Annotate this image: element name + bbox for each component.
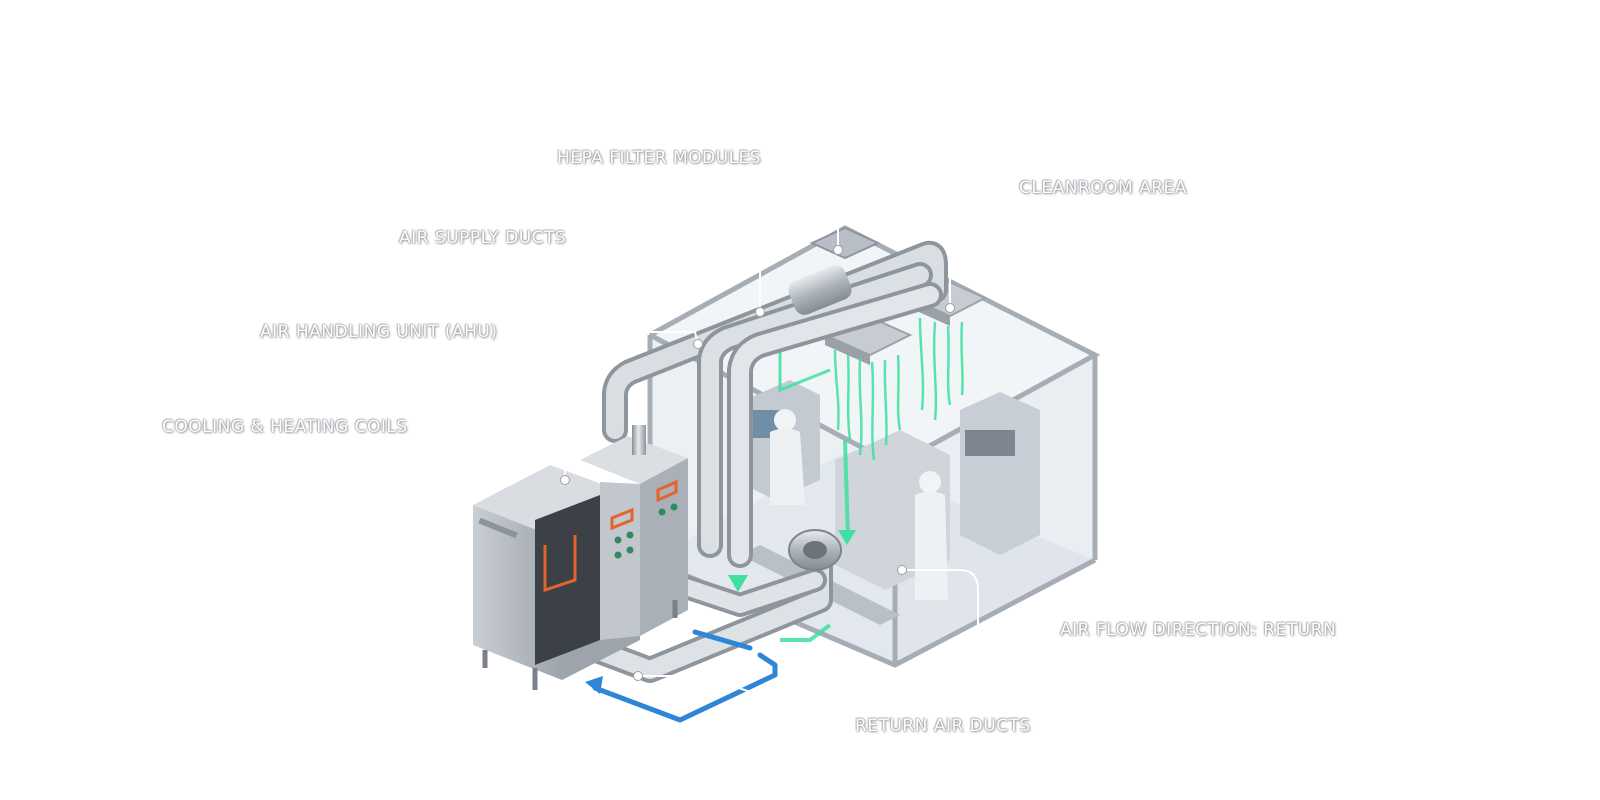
technician-right bbox=[915, 471, 948, 600]
air-handling-unit bbox=[473, 425, 688, 690]
label-air-handling-unit: AIR HANDLING UNIT (AHU) bbox=[260, 322, 498, 342]
technician-left bbox=[770, 409, 805, 505]
leader-hepa bbox=[760, 157, 839, 250]
leader-return-flow bbox=[902, 569, 1058, 631]
label-air-supply-ducts: AIR SUPPLY DUCTS bbox=[399, 228, 567, 248]
return-airflow-path bbox=[592, 629, 778, 723]
control-panel bbox=[965, 430, 1015, 456]
label-cooling-heating-coils: COOLING & HEATING COILS bbox=[162, 417, 408, 437]
return-arrow-head bbox=[585, 676, 603, 694]
leader-coils bbox=[398, 427, 566, 480]
ahu-open-bay bbox=[535, 495, 600, 665]
ahu-upper-module-top bbox=[580, 436, 688, 484]
return-fan bbox=[788, 529, 842, 571]
air-supply-ducts bbox=[602, 240, 948, 568]
process-cabinet-right bbox=[960, 392, 1040, 555]
supply-airflow-streams bbox=[778, 300, 964, 642]
ahu-upper-module-front bbox=[600, 482, 640, 640]
leader-cleanroom bbox=[949, 189, 1020, 308]
leader-return-ducts bbox=[638, 675, 861, 727]
label-return-air-ducts: RETURN AIR DUCTS bbox=[855, 716, 1031, 736]
ahu-top bbox=[473, 465, 640, 540]
supply-arrow-head bbox=[838, 530, 856, 545]
cooling-heating-coils bbox=[543, 479, 678, 593]
return-arrow-head-left bbox=[728, 575, 748, 592]
label-cleanroom-area: CLEANROOM AREA bbox=[1019, 178, 1187, 198]
ahu-exhaust-stack bbox=[632, 425, 646, 455]
label-air-flow-direction-return: AIR FLOW DIRECTION: RETURN bbox=[1060, 620, 1337, 640]
label-hepa-filter-modules: HEPA FILTER MODULES bbox=[557, 148, 762, 168]
leader-dots bbox=[560, 245, 955, 681]
supply-duct-silencer bbox=[788, 265, 852, 315]
leader-lines bbox=[398, 157, 1058, 727]
coil-gauges bbox=[614, 503, 678, 559]
ahu-upper-module-side bbox=[640, 458, 688, 636]
leader-supply-ducts bbox=[560, 237, 761, 312]
ahu-handle bbox=[478, 517, 518, 539]
